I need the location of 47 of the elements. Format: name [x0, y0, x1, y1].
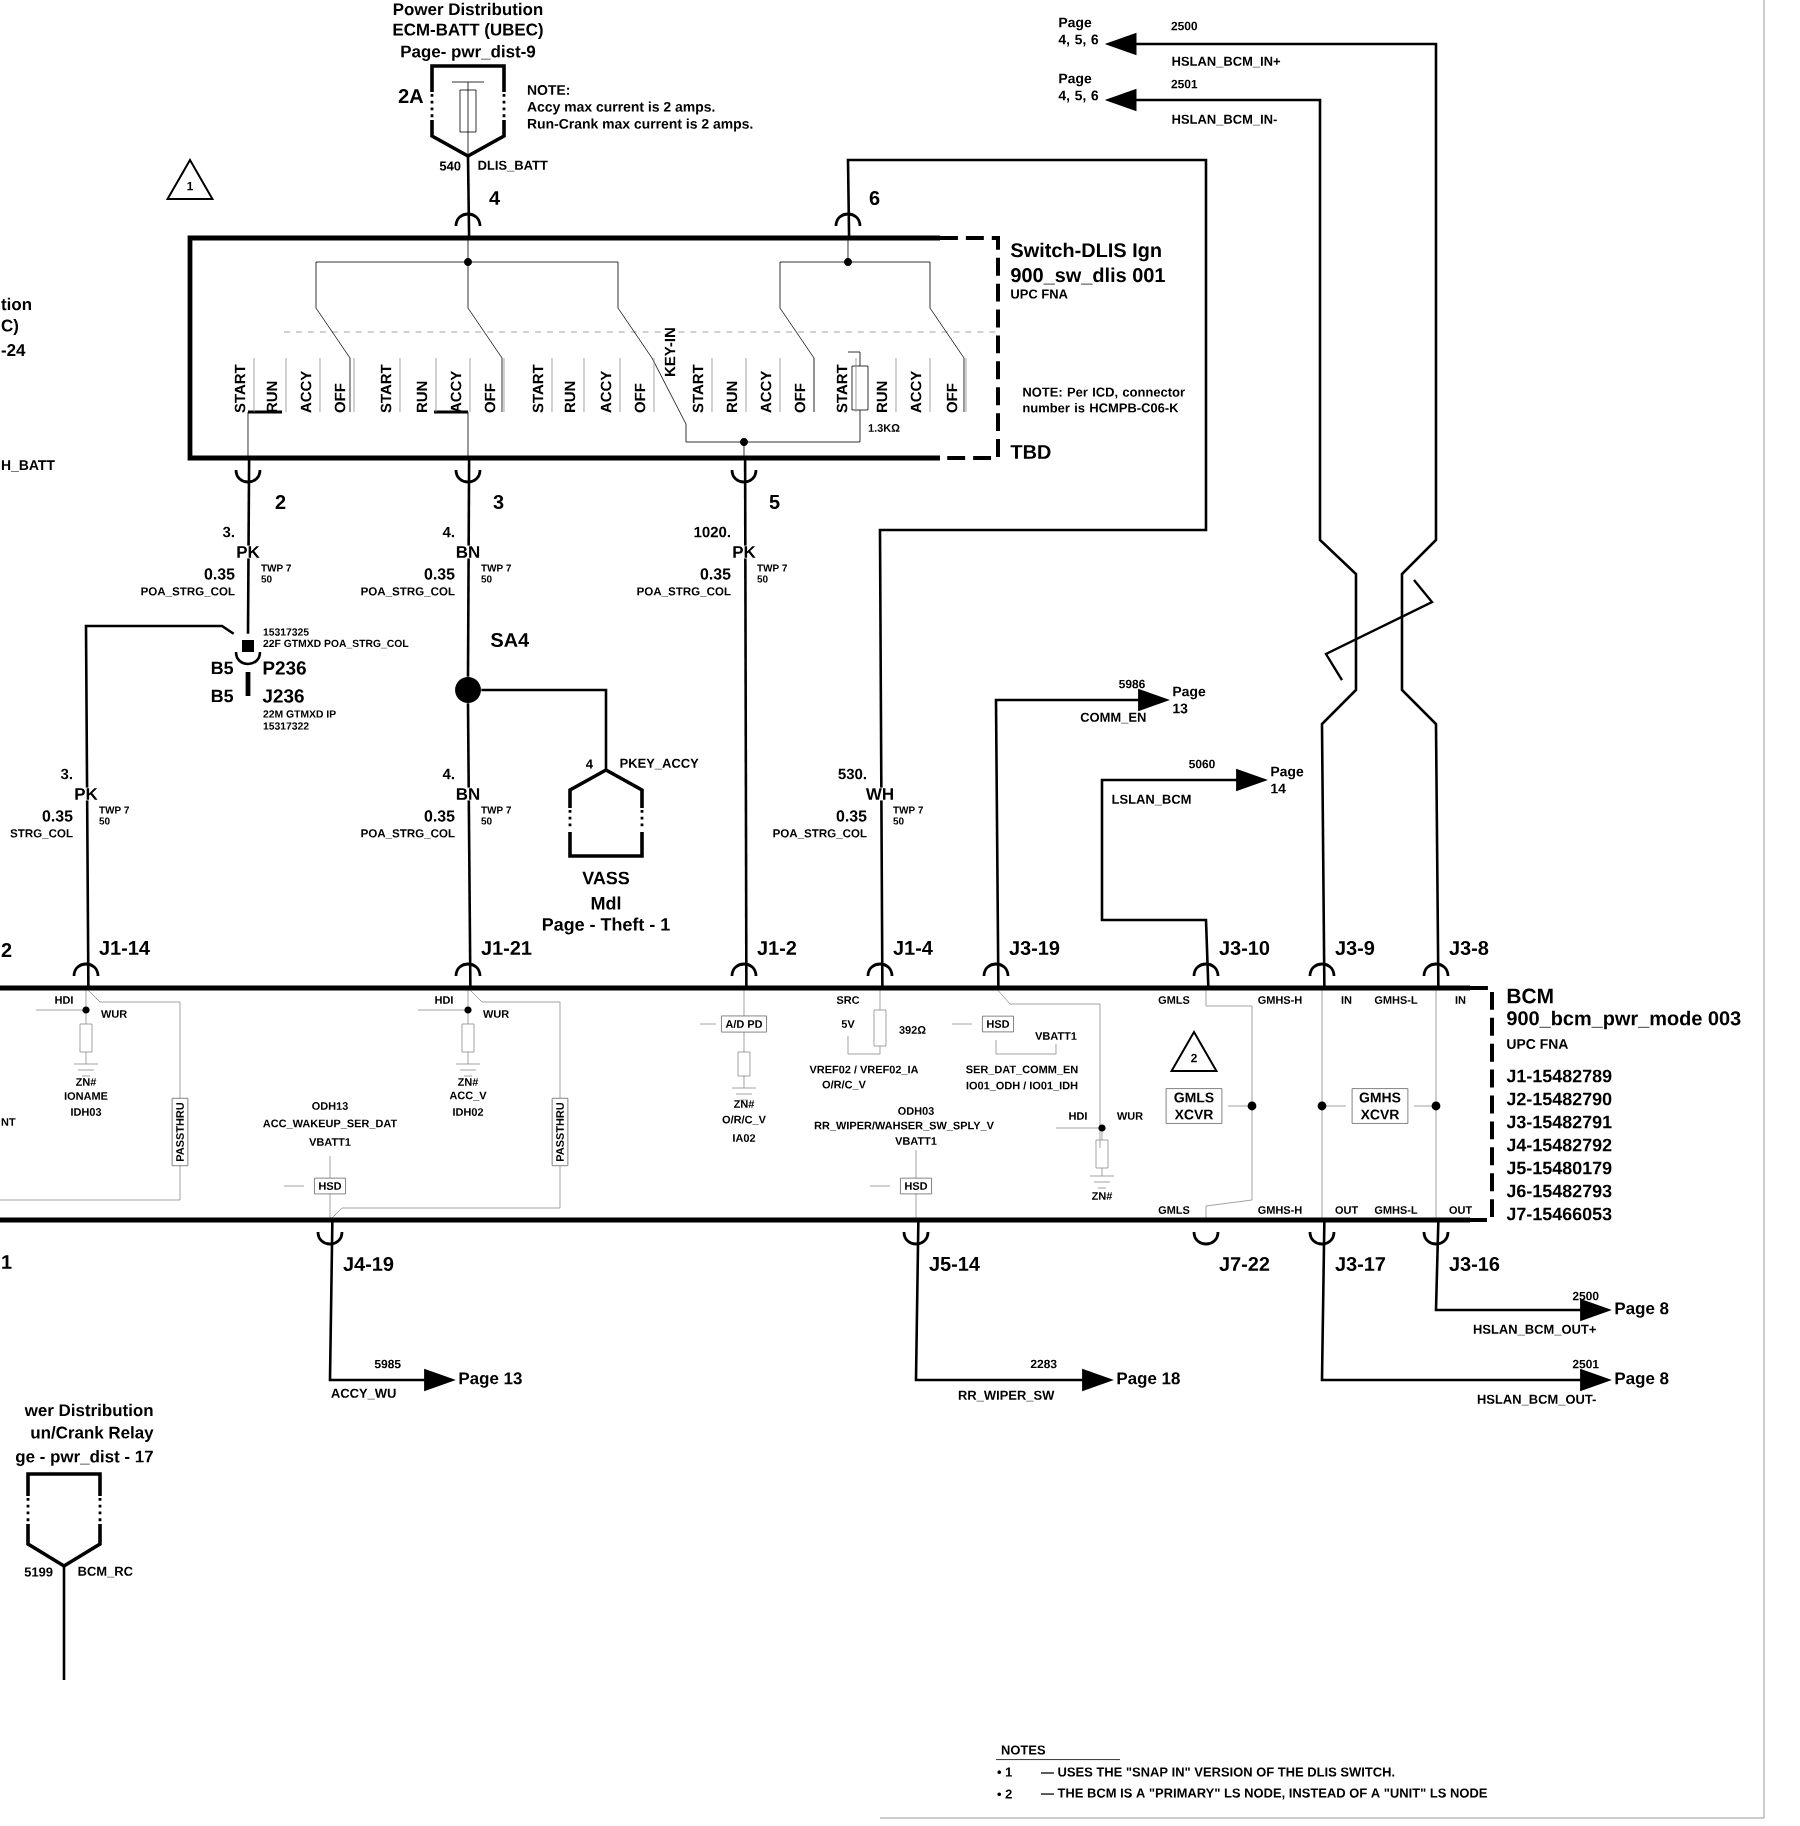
pin-label: J1-21	[481, 940, 532, 956]
node-label: SA4	[490, 632, 530, 648]
pin-label: J1-2	[757, 940, 797, 956]
pin-label: J1-14	[99, 941, 150, 955]
wire	[466, 156, 471, 239]
pin-label: J4-19	[343, 1256, 394, 1272]
wire-color: PK	[731, 545, 757, 559]
pin-label: J1-4	[893, 941, 933, 955]
node-label: J236	[262, 689, 304, 703]
page-reference: Page 8	[1615, 1302, 1669, 1318]
pin-number: 3	[493, 494, 504, 510]
wire	[743, 458, 748, 989]
node-label: B5	[211, 661, 234, 675]
wire-color: PK	[235, 545, 261, 559]
wire	[466, 703, 472, 989]
wire-color: WH	[865, 787, 895, 801]
page-reference: Page 18	[1117, 1372, 1180, 1388]
pin-label: J7-22	[1219, 1256, 1270, 1272]
pin-label: J3-16	[1449, 1256, 1500, 1272]
pin-label: J3-17	[1335, 1256, 1386, 1272]
cut-off-text: 2	[1, 943, 12, 957]
cut-off-text: tion	[1, 297, 31, 311]
pin-number: 5	[769, 495, 780, 509]
node-label: P236	[263, 661, 306, 675]
pin-label: J3-8	[1449, 940, 1489, 956]
cut-off-text: -24	[1, 344, 26, 356]
pin-number: 6	[869, 190, 880, 206]
pin-number: 2	[275, 495, 286, 509]
wire-color: BN	[455, 787, 481, 801]
cut-off-text: 1	[2, 1255, 12, 1269]
node-label: B5	[211, 689, 234, 703]
wire	[62, 1566, 66, 1680]
page-reference: Page 13	[459, 1372, 522, 1388]
wire-color: PK	[73, 787, 99, 801]
pin-label: J3-10	[1219, 940, 1270, 956]
wire	[846, 158, 1208, 989]
wire-color: BN	[455, 545, 481, 559]
pin-number: 4	[489, 191, 500, 205]
page-reference: Page 8	[1615, 1372, 1669, 1388]
cut-off-text: C)	[1, 319, 18, 335]
pin-label: J5-14	[929, 1257, 980, 1271]
wire	[246, 458, 251, 634]
wire	[466, 458, 471, 677]
pin-label: J3-19	[1009, 940, 1060, 956]
wire	[84, 624, 235, 989]
pin-label: J3-9	[1335, 940, 1375, 956]
wire	[481, 688, 608, 770]
